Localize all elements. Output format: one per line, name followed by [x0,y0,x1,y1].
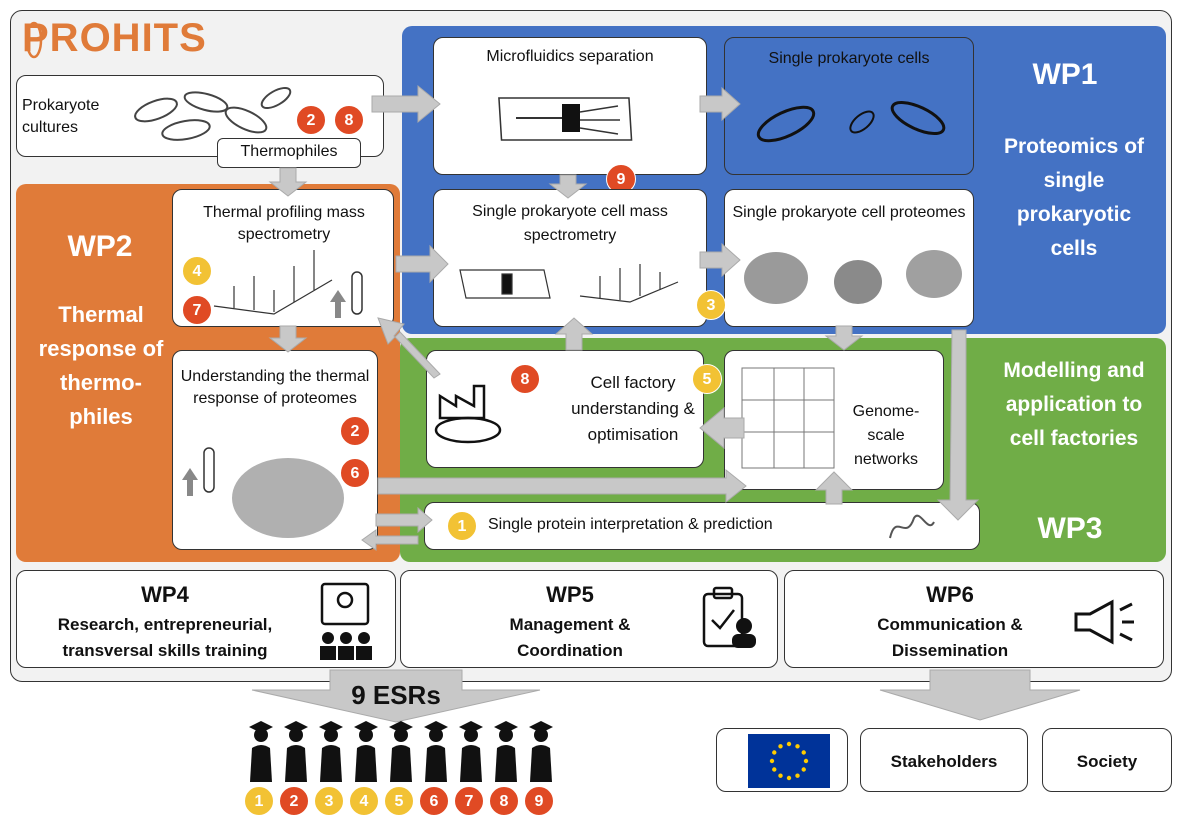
badge-8-cultures: 8 [334,105,364,135]
thermophiles-box [217,138,361,168]
eu-star [786,741,792,747]
esr-badge-1: 1 [244,786,274,816]
badge-3-proteomes: 3 [696,290,726,320]
chip-and-spectrum-icon [459,264,679,303]
proteome-blobs-icon [744,250,962,304]
graduate-person-icon [319,721,343,782]
bacteria-cluster-icon [134,86,292,141]
eu-star [772,767,777,772]
esr-badge-5: 5 [384,786,414,816]
badge-2-cultures: 2 [296,105,326,135]
eu-star [772,750,777,755]
graduate-person-icon [529,721,553,782]
eu-star [795,744,800,749]
wp4-text: Research, entrepreneurial, transversal s… [57,615,273,660]
microfluidics-label: Microfluidics separation [486,48,654,65]
single-protein-box [424,502,980,550]
single-cell-ms-label: Single prokaryote cell mass spectrometry [472,203,668,244]
wp4-label: WP4 [141,582,189,607]
wp5-text: Management & Coordination [509,615,631,660]
esrs-title: 9 ESRs [351,680,441,710]
wp5-box [400,570,778,668]
esr-badge-4: 4 [349,786,379,816]
esr-badge-9: 9 [524,786,554,816]
society-box [1042,728,1172,792]
bacterium-logo-icon [25,21,43,59]
mass-spectrum-icon [213,250,333,315]
thermophiles-label: Thermophiles [240,143,338,160]
badge-1-protein: 1 [447,511,477,541]
eu-stars-icon [769,741,809,781]
wp1-title: Proteomics of single prokaryotic cells [1003,135,1145,260]
esr-badge-7: 7 [454,786,484,816]
thermometer-icon [330,271,363,318]
badge-2-understanding: 2 [340,416,370,446]
graduate-person-icon [354,721,378,782]
wp1-label: WP1 [1032,58,1098,91]
presentation-idea-icon [320,582,372,660]
single-proteomes-label: Single prokaryote cell proteomes [732,204,966,221]
eu-star [801,750,806,755]
eu-star [778,744,783,749]
graduate-person-icon [459,721,483,782]
wp2-label: WP2 [67,230,133,263]
badge-5-factory: 5 [692,364,722,394]
wp2-title: Thermal response of thermo-philes [38,302,164,429]
prohits-logo: PROHITS [22,16,207,60]
badge-6-understanding: 6 [340,458,370,488]
badge-7-thermal: 7 [182,295,212,325]
cell-factory-box [426,350,704,468]
wp5-label: WP5 [546,582,594,607]
wp3-title: Modelling and application to cell factor… [1003,359,1145,450]
eu-star [803,758,809,764]
thermal-profiling-label: Thermal profiling mass spectrometry [203,204,365,243]
society-label: Society [1076,752,1138,771]
wp3-label: WP3 [1037,512,1103,545]
protein-network-icon [232,458,344,538]
clipboard-check-icon [702,586,756,648]
eu-star [795,773,800,778]
factory-bacterium-icon [434,384,502,444]
eu-star [801,767,806,772]
graduate-person-icon [249,721,273,782]
stakeholders-label: Stakeholders [890,752,998,771]
understanding-label: Understanding the thermal response of pr… [180,368,370,407]
eu-star [769,758,775,764]
thermometer-icon-2 [182,447,215,496]
eu-star [786,775,792,781]
single-cells-label: Single prokaryote cells [768,50,930,67]
graduate-person-icon [284,721,308,782]
microfluidic-chip-icon [498,97,633,141]
esr-badge-2: 2 [279,786,309,816]
badge-4-thermal: 4 [182,256,212,286]
protein-structure-icon [889,514,935,539]
megaphone-icon [1074,599,1134,645]
graduate-person-icon [424,721,448,782]
genome-scale-label: Genome-scale networks [852,403,920,468]
wp6-label: WP6 [926,582,974,607]
single-bacteria-icon [756,101,946,143]
eu-star [778,773,783,778]
graduate-person-icon [389,721,413,782]
cell-factory-label: Cell factory understanding & optimisatio… [571,373,695,444]
single-protein-label: Single protein interpretation & predicti… [488,516,773,533]
esr-badge-8: 8 [489,786,519,816]
single-cell-ms-box [433,189,707,327]
wp6-text: Communication & Dissemination [877,615,1023,660]
graduate-person-icon [494,721,518,782]
wp6-box [784,570,1164,668]
esr-badge-6: 6 [419,786,449,816]
badge-8-factory: 8 [510,364,540,394]
network-map-icon [741,367,835,469]
prokaryote-cultures-label: Prokaryote cultures [22,97,100,136]
esr-badge-3: 3 [314,786,344,816]
stakeholders-box [860,728,1028,792]
